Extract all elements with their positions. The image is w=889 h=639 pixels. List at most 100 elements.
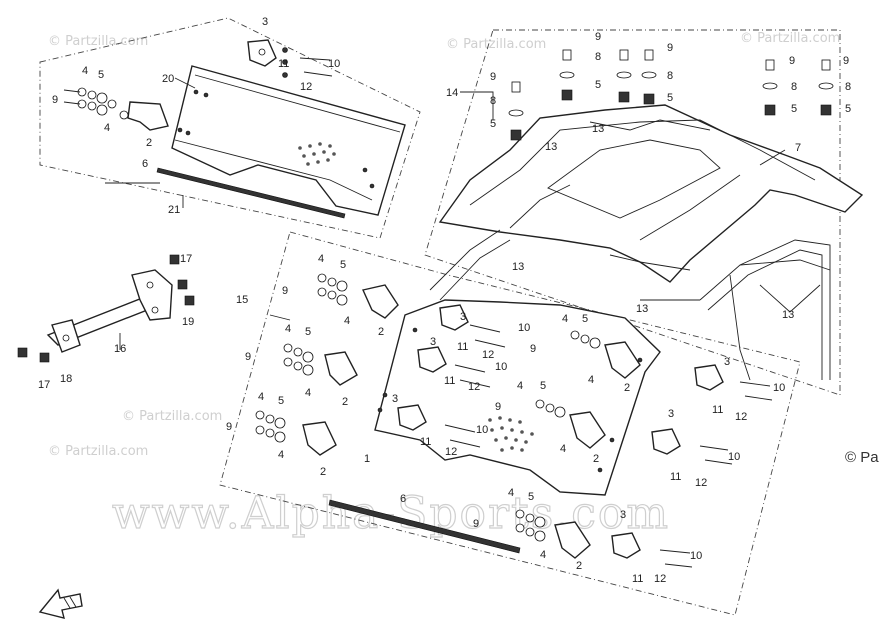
watermark-alpha-sports: www.Alpha-Sports.com [112, 488, 670, 539]
front-direction-arrow-icon [38, 588, 83, 619]
group-boundary-rear-rack [424, 29, 841, 396]
callout-12: 12 [482, 349, 494, 361]
callout-10: 10 [690, 550, 702, 562]
callout-12: 12 [300, 81, 312, 93]
callout-5: 5 [791, 103, 797, 115]
callout-2: 2 [378, 326, 384, 338]
callout-2: 2 [320, 466, 326, 478]
callout-10: 10 [476, 424, 488, 436]
callout-13: 13 [545, 141, 557, 153]
callout-5: 5 [278, 395, 284, 407]
callout-9: 9 [789, 55, 795, 67]
callout-10: 10 [518, 322, 530, 334]
callout-11: 11 [444, 375, 455, 387]
watermark-partzilla: © Partzilla.com [740, 31, 840, 46]
callout-13: 13 [636, 303, 648, 315]
callout-12: 12 [654, 573, 666, 585]
callout-11: 11 [420, 436, 431, 448]
callout-13: 13 [782, 309, 794, 321]
callout-4: 4 [82, 65, 88, 77]
callout-9: 9 [226, 421, 232, 433]
callout-5: 5 [595, 79, 601, 91]
callout-21: 21 [168, 204, 180, 216]
callout-4: 4 [258, 391, 264, 403]
callout-11: 11 [278, 58, 289, 70]
callout-2: 2 [593, 453, 599, 465]
callout-5: 5 [528, 491, 534, 503]
callout-4: 4 [104, 122, 110, 134]
callout-4: 4 [285, 323, 291, 335]
callout-5: 5 [582, 313, 588, 325]
callout-1: 1 [364, 453, 370, 465]
part-rear-fender [438, 104, 864, 283]
callout-13: 13 [512, 261, 524, 273]
callout-12: 12 [735, 411, 747, 423]
callout-4: 4 [560, 443, 566, 455]
callout-6: 6 [142, 158, 148, 170]
part-support-tube [46, 269, 173, 353]
part-front-bracket [127, 101, 169, 131]
callout-4: 4 [517, 380, 523, 392]
part-frame-tubes [429, 229, 831, 381]
callout-9: 9 [595, 31, 601, 43]
callout-labels: 3 11 12 10 20 4 5 9 4 2 6 21 14 9 9 9 9 … [38, 16, 851, 585]
watermark-partzilla: © Partzilla.com [446, 37, 546, 52]
callout-15: 15 [236, 294, 248, 306]
callout-2: 2 [342, 396, 348, 408]
callout-9: 9 [490, 71, 496, 83]
watermark-partzilla: © Partzilla.com [122, 409, 222, 424]
callout-10: 10 [773, 382, 785, 394]
callout-4: 4 [305, 387, 311, 399]
callout-2: 2 [576, 560, 582, 572]
part-rear-brackets [302, 284, 641, 559]
callout-5: 5 [98, 69, 104, 81]
callout-12: 12 [695, 477, 707, 489]
callout-5: 5 [305, 326, 311, 338]
callout-4: 4 [540, 549, 546, 561]
callout-8: 8 [791, 81, 797, 93]
part-rear-hinges [397, 304, 724, 559]
callout-4: 4 [588, 374, 594, 386]
callout-5: 5 [845, 103, 851, 115]
part-front-panel [171, 65, 406, 216]
callout-9: 9 [245, 351, 251, 363]
callout-11: 11 [457, 341, 468, 353]
leader-lines [105, 77, 821, 350]
watermark-partzilla: © Partzilla.com [48, 34, 148, 49]
callout-5: 5 [540, 380, 546, 392]
callout-11: 11 [712, 404, 723, 416]
callout-3: 3 [430, 336, 436, 348]
callout-20: 20 [162, 73, 174, 85]
watermark-partzilla: © Partzilla.com [48, 444, 148, 459]
callout-12: 12 [468, 381, 480, 393]
callout-4: 4 [344, 315, 350, 327]
callout-6: 6 [400, 493, 406, 505]
callout-5: 5 [340, 259, 346, 271]
callout-17: 17 [180, 253, 192, 265]
watermark-side: © Pa [845, 449, 879, 466]
callout-17: 17 [38, 379, 50, 391]
callout-4: 4 [508, 487, 514, 499]
callout-14: 14 [446, 87, 458, 99]
callout-11: 11 [670, 471, 681, 483]
callout-16: 16 [114, 343, 126, 355]
callout-3: 3 [392, 393, 398, 405]
callout-18: 18 [60, 373, 72, 385]
part-seal-strip-front [156, 167, 346, 219]
callout-2: 2 [624, 382, 630, 394]
callout-8: 8 [845, 81, 851, 93]
callout-8: 8 [490, 95, 496, 107]
callout-3: 3 [668, 408, 674, 420]
callout-13: 13 [592, 123, 604, 135]
callout-4: 4 [318, 253, 324, 265]
callout-8: 8 [595, 51, 601, 63]
callout-4: 4 [278, 449, 284, 461]
callout-3: 3 [262, 16, 268, 28]
callout-9: 9 [530, 343, 536, 355]
callout-9: 9 [282, 285, 288, 297]
group-boundaries [39, 17, 841, 616]
part-seal-strip-rear [328, 499, 521, 554]
callout-3: 3 [460, 311, 466, 323]
callout-2: 2 [146, 137, 152, 149]
callout-10: 10 [495, 361, 507, 373]
